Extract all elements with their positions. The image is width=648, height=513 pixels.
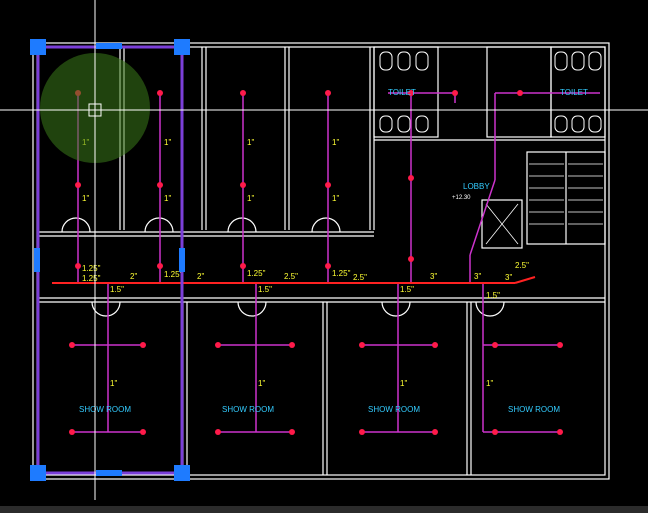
sprinkler-head [240,90,246,96]
status-bar [0,506,648,513]
level-mark: +12.30 [452,195,471,201]
floor-plan-walls [32,42,610,480]
pipe-size-label: 1" [258,379,265,388]
pipe-size-label: 3" [430,272,437,281]
stair-treads [529,163,603,225]
sprinkler-head [75,263,81,269]
show-room-label: SHOW ROOM [222,405,274,414]
sprinkler-head [325,263,331,269]
sprinkler-head [157,182,163,188]
pipe-size-labels: 1" 1" 1" 1" 1" 1" 1" 1" 1.25" 1.25" 2" 1… [82,138,529,388]
pipe-size-label: 1.25" [82,264,101,273]
crosshair-cursor [0,0,648,500]
pipe-size-label: 1.25" [332,269,351,278]
grip-handle[interactable] [174,39,190,55]
toilet-label: TOILET [388,88,416,97]
sprinkler-head [140,429,146,435]
grip-handle[interactable] [30,39,46,55]
sprinkler-head [75,182,81,188]
sprinkler-head [289,429,295,435]
pipe-size-label: 1" [247,194,254,203]
pipe-size-label: 1" [332,194,339,203]
sprinkler-head [492,429,498,435]
sprinkler-head [359,342,365,348]
sprinkler-head [325,90,331,96]
sprinkler-head [325,182,331,188]
main-riser-pipe [514,276,536,284]
lift-shaft [485,203,519,245]
pipe-size-label: 2" [197,272,204,281]
pipe-size-label: 2.5" [284,272,298,281]
sprinkler-head [157,90,163,96]
grip-handle[interactable] [96,43,122,49]
pipe-size-label: 1.25" [247,269,266,278]
pipe-size-label: 1" [400,379,407,388]
pipe-size-label: 1" [164,194,171,203]
sprinkler-head [157,263,163,269]
pipe-size-label: 1.5" [110,285,124,294]
sprinkler-heads [69,90,563,435]
show-room-label: SHOW ROOM [79,405,131,414]
sprinkler-head [240,182,246,188]
selection-grips[interactable] [30,39,190,481]
sprinkler-head [452,90,458,96]
sprinkler-head [492,342,498,348]
sprinkler-head [215,342,221,348]
grip-handle[interactable] [179,248,185,272]
sprinkler-head [408,256,414,262]
sprinkler-head [557,342,563,348]
pipe-size-label: 1.5" [486,291,500,300]
pipe-size-label: 1.25" [164,270,183,279]
pipe-size-label: 2.5" [515,261,529,270]
sprinkler-head [408,175,414,181]
sprinkler-head [69,342,75,348]
grip-handle[interactable] [96,470,122,476]
pipe-size-label: 1" [486,379,493,388]
pipe-size-label: 1" [247,138,254,147]
pipe-size-label: 1" [164,138,171,147]
toilet-label: TOILET [560,88,588,97]
pipe-size-label: 1" [332,138,339,147]
pipe-size-label: 1" [110,379,117,388]
pipe-size-label: 3" [474,272,481,281]
sprinkler-head [69,429,75,435]
lobby-label: LOBBY [463,182,490,191]
sprinkler-head [408,90,414,96]
sprinkler-head [140,342,146,348]
grip-handle[interactable] [30,465,46,481]
grip-handle[interactable] [34,248,40,272]
pipe-size-label: 2.5" [353,273,367,282]
sprinkler-head [240,263,246,269]
pipe-size-label: 1" [82,194,89,203]
show-room-label: SHOW ROOM [508,405,560,414]
pipe-size-label: 1.25" [82,274,101,283]
pipe-size-label: 2" [130,272,137,281]
pipe-size-label: 1.5" [258,285,272,294]
show-room-label: SHOW ROOM [368,405,420,414]
pipe-size-label: 1.5" [400,285,414,294]
room-labels: TOILET TOILET LOBBY +12.30 SHOW ROOM SHO… [79,88,588,414]
sprinkler-head [557,429,563,435]
sprinkler-head [432,342,438,348]
sprinkler-head [359,429,365,435]
pipe-size-label: 3" [505,273,512,282]
sprinkler-head [432,429,438,435]
grip-handle[interactable] [174,465,190,481]
sprinkler-head [215,429,221,435]
toilet-fixtures [379,51,602,133]
sprinkler-head [289,342,295,348]
sprinkler-head [517,90,523,96]
